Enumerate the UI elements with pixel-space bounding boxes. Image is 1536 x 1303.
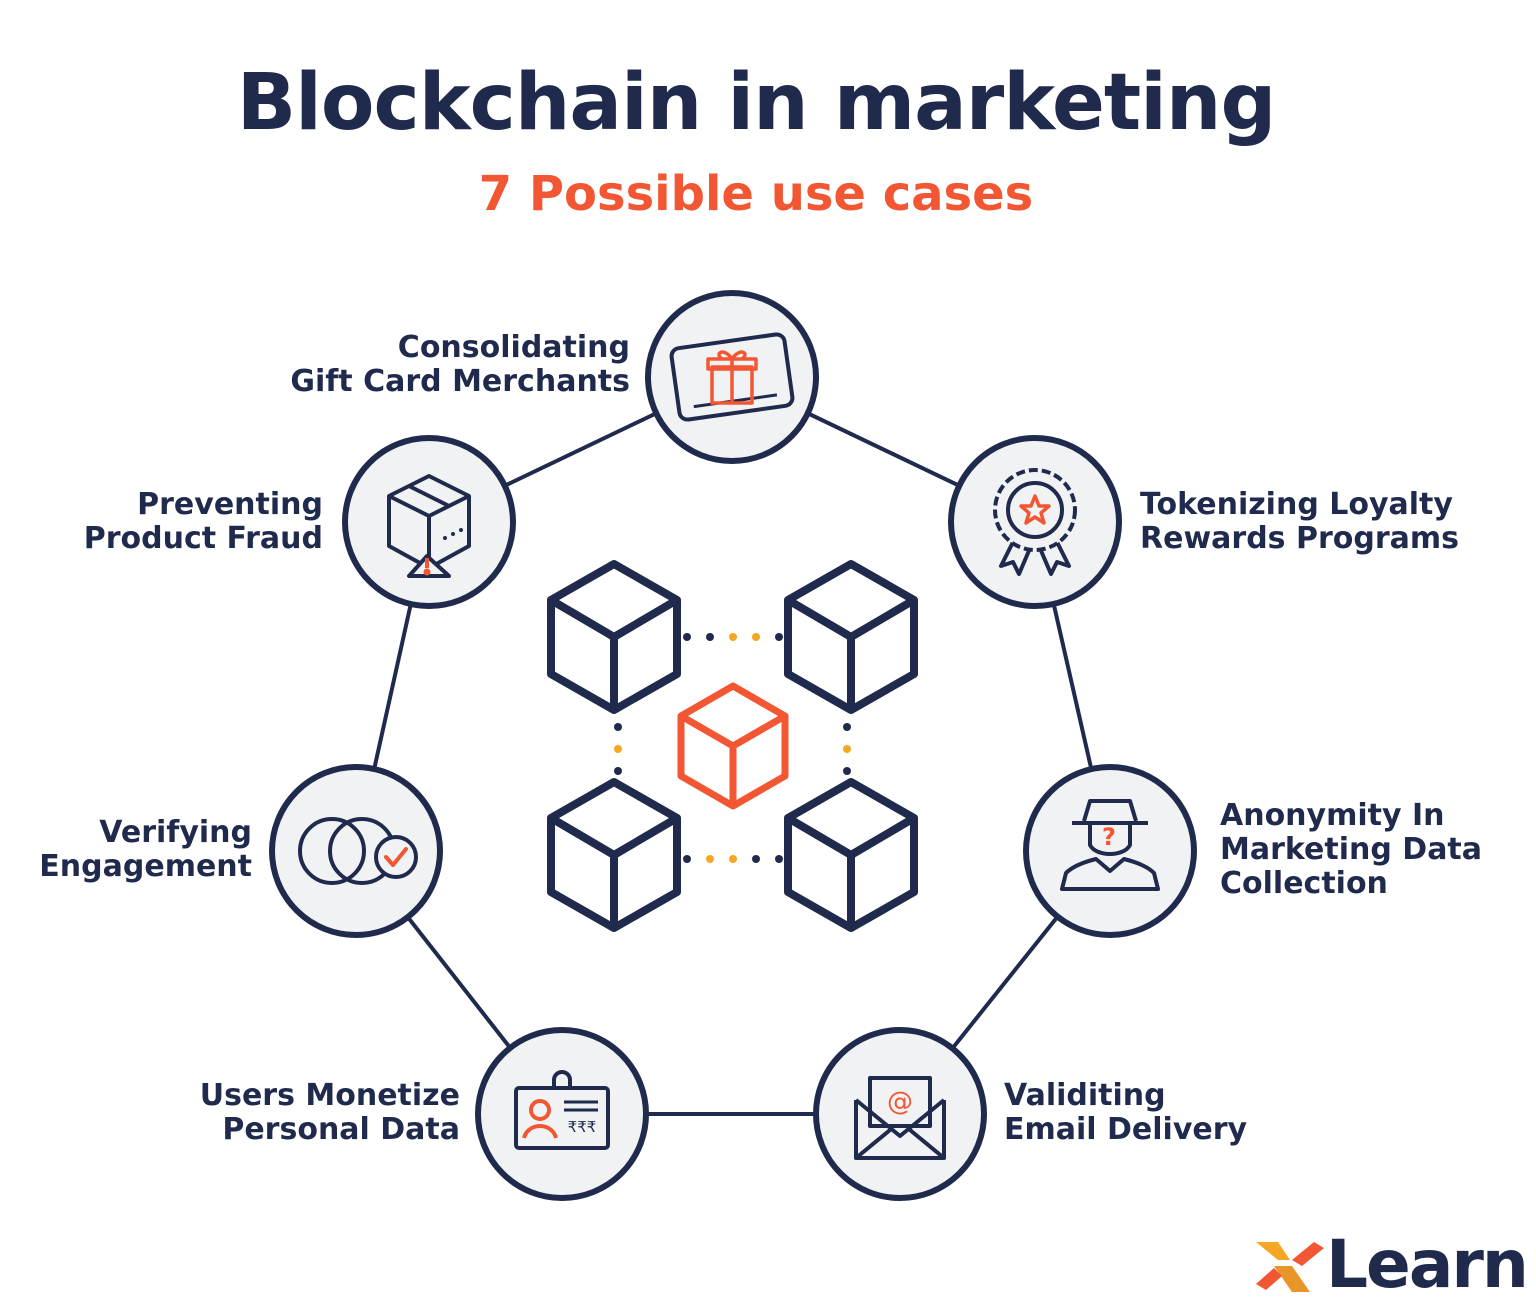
label-engagement: Verifying Engagement [39,816,252,884]
cube-top-right [784,560,918,714]
anonymous-person-icon: ? [1060,799,1160,891]
node-monetize [475,1027,649,1201]
cube-center [677,682,789,810]
label-anonymity-line1: Anonymity In [1220,798,1445,833]
cube-bottom-right [784,778,918,932]
label-engagement-line2: Engagement [39,849,252,884]
label-anonymity-line3: Collection [1220,866,1388,901]
node-engagement [269,764,443,938]
svg-text:@: @ [887,1087,913,1117]
page-subtitle: 7 Possible use cases [478,166,1034,222]
logo-text: Learn [1326,1226,1529,1303]
cube-top-left [547,560,681,714]
label-anonymity-line2: Marketing Data [1220,832,1483,867]
label-loyalty: Tokenizing Loyalty Rewards Programs [1140,488,1459,556]
label-email-line1: Validiting [1004,1078,1166,1113]
logo-mark-icon [1256,1242,1324,1292]
verified-rings-icon [298,817,418,885]
chain-dots-top [683,633,783,641]
label-engagement-line1: Verifying [99,815,252,850]
box-warning-icon [387,474,471,578]
blockchain-cluster [547,560,918,932]
label-email-line2: Email Delivery [1004,1112,1248,1147]
label-email: Validiting Email Delivery [1004,1079,1247,1147]
label-gift-card-line2: Gift Card Merchants [290,364,630,399]
id-badge-icon [514,1070,610,1150]
label-monetize: Users Monetize Personal Data [200,1079,460,1147]
label-loyalty-line1: Tokenizing Loyalty [1140,487,1453,522]
learn-logo: Learn [1252,1226,1529,1303]
chain-dots-left [614,723,622,775]
label-monetize-line1: Users Monetize [199,1078,460,1113]
award-ribbon-icon [993,468,1077,576]
label-loyalty-line2: Rewards Programs [1140,521,1459,556]
chain-dots-bottom [683,855,783,863]
svg-text:?: ? [1102,823,1116,851]
cube-bottom-left [547,778,681,932]
badge-currency-text: ₹₹₹ [568,1118,597,1136]
node-anonymity [1023,764,1197,938]
label-anonymity: Anonymity In Marketing Data Collection [1220,799,1482,901]
label-gift-card-line1: Consolidating [397,330,630,365]
label-gift-card: Consolidating Gift Card Merchants [290,331,630,399]
page-title: Blockchain in marketing [236,58,1277,148]
email-envelope-icon: @ [854,1076,946,1160]
label-fraud-line2: Product Fraud [83,521,323,556]
label-fraud: Preventing Product Fraud [84,488,323,556]
label-monetize-line2: Personal Data [222,1112,460,1147]
gift-card-icon [669,332,795,422]
chain-dots-right [843,723,851,775]
label-fraud-line1: Preventing [137,487,323,522]
